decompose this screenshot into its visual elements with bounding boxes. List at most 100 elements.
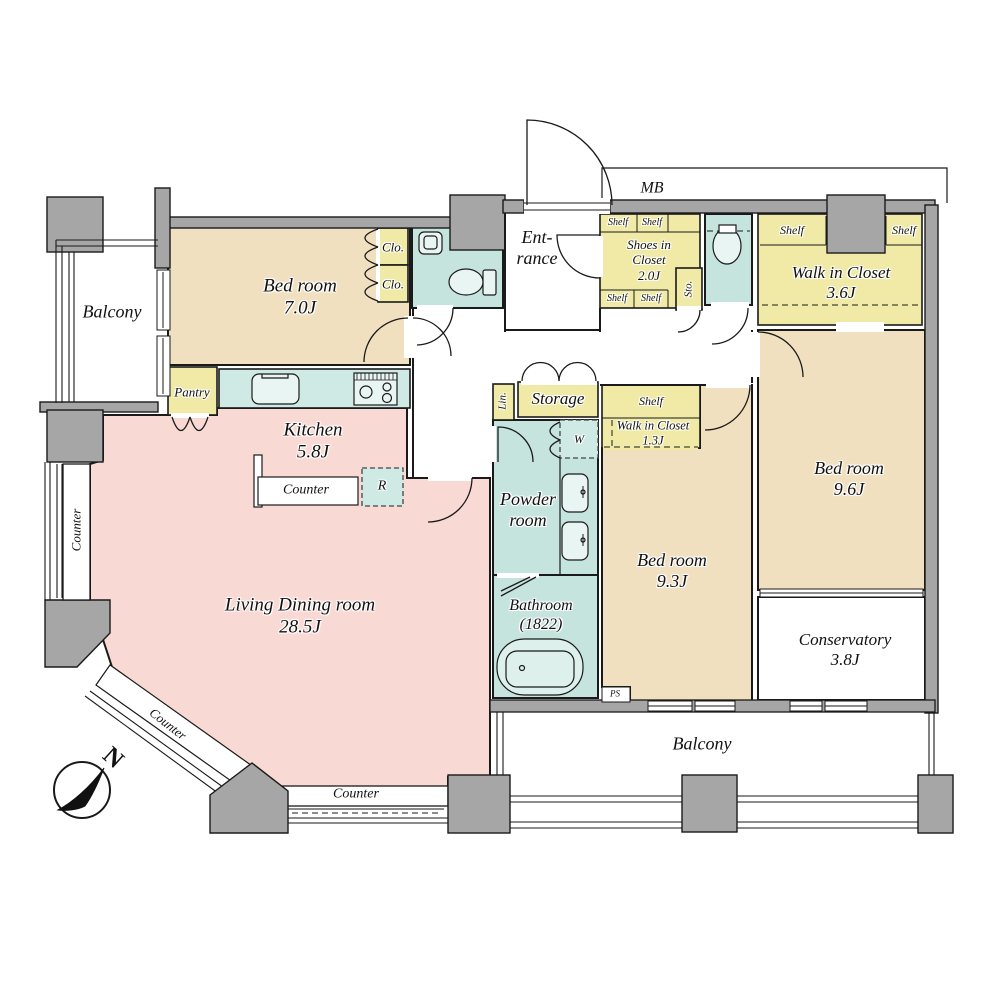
bathroom-label: Bathroom (1822) [509,597,572,635]
entrance-door [526,119,613,206]
balcony-top-label: Balcony [82,301,142,322]
toilet1-sink [418,231,443,255]
powder-line1: Powder [500,488,556,509]
closet-clo2 [377,264,409,303]
wic-small-label: Walk in Closet 1.3J [617,418,689,448]
conservatory-size: 3.8J [830,650,860,669]
kitchen-sink [251,373,300,405]
shoes-closet-line2: Closet [632,252,666,268]
bedroom1-size: 7.0J [283,298,317,319]
kitchen-name: Kitchen [283,419,343,441]
compass [53,761,111,819]
shoes-closet-door [556,234,601,279]
powder-door [497,426,534,463]
wic-main-label: Walk in Closet 3.6J [792,263,891,303]
bedroom1-label: Bed room 7.0J [263,276,337,321]
fridge-label: R [377,478,387,494]
entrance-line2: rance [516,248,558,268]
living-dining-name: Living Dining room [224,594,376,616]
bedroom3-door [757,331,804,378]
pillar [449,194,506,251]
bay-left-windows [44,462,63,600]
room-bedroom3 [757,329,926,591]
toilet1-door [416,307,454,346]
pantry-area [167,366,218,416]
pillar [917,774,954,834]
pillar [826,194,886,254]
sto-label: Sto. [682,280,695,298]
balcony-bottom-label: Balcony [672,733,732,754]
bathroom-fold-door [500,576,537,597]
washer-fold-door [549,421,561,459]
clo2-label: Clo. [381,276,405,292]
fixtures [251,224,742,696]
meter-box-label: MB [640,179,664,197]
stove [353,372,398,406]
living-dining-label: Living Dining room 28.5J [225,595,375,640]
bedroom2-size: 9.3J [656,571,688,591]
meter-box-outline [601,167,948,203]
wic-small-size: 1.3J [642,433,664,447]
counter-left-strip [62,463,91,601]
shoes-closet-label: Shoes in Closet 2.0J [627,237,671,283]
linen-label: Lin. [496,392,509,410]
powder-sinks [559,458,589,575]
walls [39,187,939,714]
conservatory-label: Conservatory 3.8J [799,630,892,670]
shoes-shelf4-label: Shelf [641,293,661,305]
balcony-pillars [209,762,954,834]
counter-island-label: Counter [283,482,329,498]
balcony-left-lines [55,239,158,403]
pillar [46,196,104,253]
pantry-door [171,416,209,432]
powder-room-label: Powder room [500,489,556,531]
kitchen-label: Kitchen 5.8J [283,420,342,465]
bedroom2-door [704,384,751,431]
balcony-bottom-windows [647,700,868,712]
toilet1-tank [482,269,497,296]
kitchen-size: 5.8J [296,442,330,463]
wic-small-name: Walk in Closet [616,418,690,433]
clo1-label: Clo. [381,239,405,255]
shoes-closet-line1: Shoes in [627,237,671,253]
wic-small-shelf-label: Shelf [639,393,663,408]
ps-label: PS [610,688,620,699]
entrance-label: Ent- rance [517,227,558,269]
storage-area [517,381,599,418]
wic-small-area [601,384,701,449]
pillar [681,774,738,833]
closet-shelf-lines [600,214,922,419]
pillar [209,762,289,834]
wic-shelf-left-label: Shelf [780,222,804,237]
bedroom1-name: Bed room [263,275,337,297]
entrance-threshold [524,202,610,211]
bedroom2-name: Bed room [637,549,707,570]
living-dining-size: 28.5J [279,617,321,638]
powder-line2: room [509,510,547,530]
balcony-bottom-edges [496,712,935,795]
balcony-left-windows [156,269,171,397]
linen-area [492,383,515,421]
wic-shelf-right-label: Shelf [892,222,916,237]
hall-door [412,317,452,357]
ps-box [601,686,631,703]
pillar [44,599,111,668]
shoes-closet-size: 2.0J [637,267,661,283]
bedroom1-door [363,317,409,363]
toilet1-bowl [448,268,484,296]
bottom-window-lines [282,808,448,824]
counter-left-label: Counter [68,508,84,552]
wic-main-size: 3.6J [826,283,856,302]
conservatory-name: Conservatory [798,629,892,649]
compass-arrow [56,767,105,811]
fridge-box [361,467,404,507]
door-arcs [171,119,804,597]
living-door [427,477,473,523]
interior-walls [412,213,753,478]
washer-label: W [574,431,584,446]
bathtub [496,638,584,696]
bedroom2-label: Bed room 9.3J [637,550,707,592]
shoes-shelf1-label: Shelf [608,217,628,229]
